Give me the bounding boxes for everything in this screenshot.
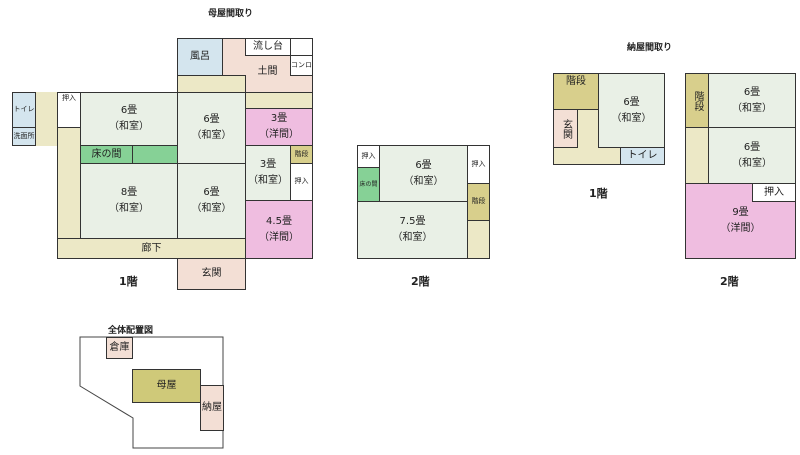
entrance-label: 玄関	[560, 118, 572, 139]
washroom-label: 洗面所	[13, 131, 35, 140]
room-size: 8畳	[120, 187, 138, 198]
room-type: （和室）	[732, 102, 772, 114]
stove-label: コンロ	[291, 60, 312, 69]
stairs-label: 階段	[471, 197, 486, 206]
room-type: （和室）	[403, 175, 444, 187]
barn-label: 納屋	[202, 402, 222, 413]
earth-floor-label: 土間	[257, 65, 278, 77]
closet-left: 押入	[57, 92, 81, 128]
room-size: 9畳	[732, 207, 749, 218]
floor-label: 1階	[589, 187, 608, 200]
entrance: 玄関	[553, 109, 578, 148]
room-size: 6畳	[415, 159, 432, 171]
room-type: （和室）	[109, 203, 149, 214]
room-type: （洋間）	[259, 231, 299, 243]
room-size: 3畳	[270, 113, 288, 124]
room-type: （洋間）	[259, 129, 299, 140]
sink-label: 流し台	[253, 41, 283, 52]
room-type: （和室）	[109, 121, 149, 132]
site-main-house: 母屋	[132, 369, 201, 403]
closet-label: 押入	[471, 159, 486, 168]
storehouse-label: 倉庫	[109, 342, 130, 353]
room-6-tatami-b: 6畳 （和室）	[177, 92, 246, 164]
room-size: 3畳	[259, 159, 277, 170]
room-type: （和室）	[191, 130, 232, 141]
floor-label: 2階	[720, 275, 739, 288]
tokonoma-label: 床の間	[359, 180, 378, 188]
main-house-label: 母屋	[156, 380, 177, 391]
site-barn: 納屋	[200, 385, 224, 431]
stairs-label: 階段	[692, 90, 703, 111]
room-size: 4.5畳	[266, 215, 292, 227]
room-6-tatami-a: 6畳 （和室）	[708, 73, 796, 128]
closet: 押入	[752, 183, 796, 202]
room-6-tatami-c: 6畳 （和室）	[177, 163, 246, 239]
site-outline	[79, 336, 224, 449]
closet-label: 押入	[764, 186, 784, 198]
toilet: トイレ	[12, 92, 36, 128]
room-type: （和室）	[248, 175, 288, 186]
main-house-title: 母屋間取り	[208, 9, 254, 19]
closet-label: 押入	[62, 94, 76, 102]
room-size: 6畳	[120, 105, 138, 116]
room-3-western: 3畳 （洋間）	[245, 108, 313, 146]
room-type: （和室）	[611, 112, 652, 124]
toilet-label: トイレ	[627, 150, 658, 161]
bath: 風呂	[177, 38, 223, 76]
room-type: （洋間）	[720, 223, 761, 234]
barn-title: 納屋間取り	[627, 43, 673, 53]
washroom: 洗面所	[12, 127, 36, 146]
room-size: 6畳	[623, 96, 640, 108]
stairs-label: 階段	[294, 149, 309, 158]
stove: コンロ	[290, 55, 313, 76]
room-type: （和室）	[191, 203, 232, 214]
room-size: 6畳	[743, 86, 761, 98]
toilet: トイレ	[620, 147, 665, 165]
room-type: （和室）	[392, 232, 433, 243]
storehouse: 倉庫	[106, 337, 133, 359]
room-8-tatami: 8畳 （和室）	[80, 163, 178, 239]
bath-label: 風呂	[190, 51, 210, 62]
room-type: （和室）	[732, 157, 772, 169]
toilet-label: トイレ	[13, 105, 35, 114]
room-7-5-tatami: 7.5畳 （和室）	[357, 201, 468, 259]
tokonoma-label: 床の間	[91, 148, 122, 160]
site-plan-title: 全体配置図	[108, 326, 154, 336]
closet-label: 押入	[294, 177, 309, 186]
closet-label: 押入	[361, 151, 376, 160]
hallway-label: 廊下	[141, 242, 162, 254]
stairs-label: 階段	[566, 76, 586, 87]
room-6-tatami: 6畳 （和室）	[598, 73, 665, 148]
entrance: 玄関	[177, 258, 246, 290]
floor-label: 2階	[411, 275, 430, 288]
room-size: 6畳	[203, 114, 220, 125]
room-6-tatami: 6畳 （和室）	[379, 145, 468, 202]
room-size: 6畳	[743, 141, 761, 153]
floor-label: 1階	[119, 275, 138, 288]
sink: 流し台	[245, 38, 291, 56]
room-size: 6畳	[203, 187, 220, 198]
room-size: 7.5畳	[399, 216, 426, 227]
room-4-5-western: 4.5畳 （洋間）	[245, 200, 313, 259]
entrance-label: 玄関	[201, 268, 222, 279]
